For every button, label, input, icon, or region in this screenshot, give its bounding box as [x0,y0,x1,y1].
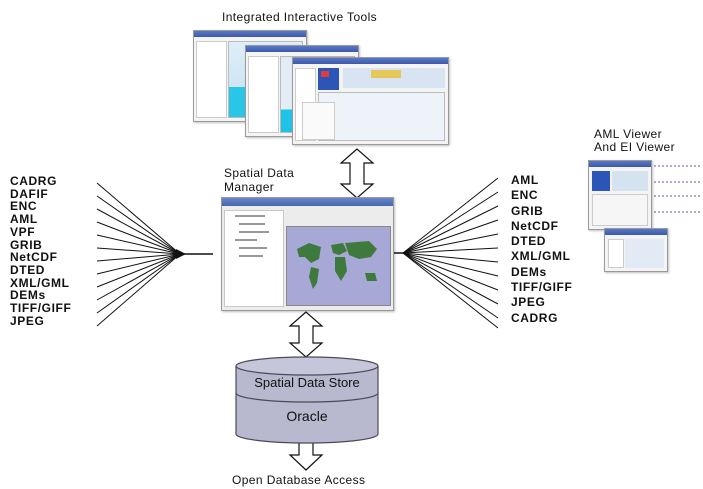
data-store: Spatial Data Store Oracle [236,366,378,446]
viewer-title-line1: AML Viewer [594,127,663,141]
sdm-store-double-arrow [288,311,324,358]
left-arrowhead [176,249,186,259]
viewer-window-back [588,160,652,230]
left-format-item: CADRG [10,174,57,188]
right-format-item: TIFF/GIFF [511,280,573,295]
open-access-label: Open Database Access [232,473,366,487]
viewer-title-line2: And EI Viewer [594,140,676,154]
world-map [297,241,377,289]
left-format-item: AML [10,212,38,227]
tools-sdm-double-arrow [339,148,375,199]
left-format-item: VPF [10,224,36,239]
left-format-item: DEMs [10,288,46,303]
tools-title: Integrated Interactive Tools [222,10,378,24]
viewer-window-front [604,228,668,272]
viewer-title: AML Viewer And EI Viewer [594,128,675,154]
right-format-item: JPEG [511,295,546,310]
right-format-item: DEMs [511,264,547,279]
sdm-screenshot [221,197,394,311]
oracle-label: Oracle [286,408,328,424]
left-format-item: TIFF/GIFF [10,301,72,316]
store-label: Spatial Data Store [254,375,360,390]
left-format-item: GRIB [10,237,43,252]
sdm-title-line1: Spatial Data [224,166,295,180]
right-format-item: CADRG [511,310,558,325]
right-format-item: XML/GML [511,249,571,264]
right-format-item: AML [511,173,539,187]
right-format-list: AML ENC GRIB NetCDF DTED XML/GML DEMs TI… [511,173,572,326]
data-store-cylinder [235,356,379,444]
left-format-item: DTED [10,262,46,277]
left-format-list: CADRG DAFIF ENC AML VPF GRIB NetCDF DTED… [10,175,71,327]
sdm-tree-pane [224,210,284,307]
right-fan-lines [372,177,499,329]
tool-window-front [292,57,449,145]
sdm-map-pane [286,226,391,306]
right-format-item: GRIB [511,203,544,218]
right-format-item: DTED [511,234,547,249]
left-format-item: JPEG [10,313,45,328]
right-format-item: ENC [511,188,539,203]
viewer-dotted-lines [650,165,700,213]
sdm-title: Spatial Data Manager [224,166,294,194]
left-format-item: XML/GML [10,275,70,290]
left-fan-lines [96,182,213,327]
left-format-item: NetCDF [10,250,58,265]
sdm-title-line2: Manager [224,180,275,194]
left-format-item: ENC [10,199,38,214]
left-format-item: DAFIF [10,186,49,201]
right-format-item: NetCDF [511,218,559,233]
